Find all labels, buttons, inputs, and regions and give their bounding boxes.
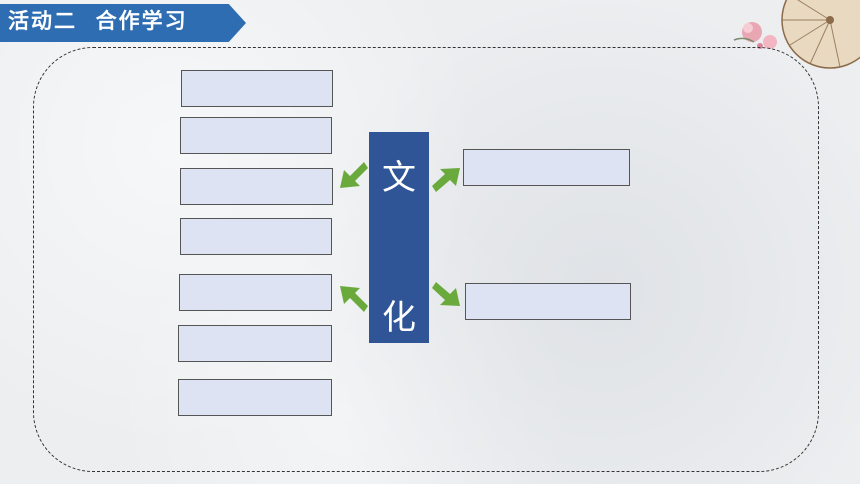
right-answer-box-1[interactable] [463,149,630,186]
right-answer-box-2[interactable] [465,283,631,320]
page-title: 活动二 合作学习 [8,9,188,33]
left-answer-box-2[interactable] [180,117,332,154]
arrow-upper-left-icon [340,162,368,188]
arrow-upper-right-icon [432,168,460,192]
arrow-lower-left-icon [340,286,368,312]
left-answer-box-6[interactable] [178,325,332,362]
left-answer-box-7[interactable] [178,379,332,416]
left-answer-box-3[interactable] [180,168,333,205]
center-topic-bar: 文 化 [369,132,429,343]
center-char-bottom: 化 [382,298,416,338]
content-frame [33,47,819,472]
flower-umbrella-decoration-icon [733,0,860,69]
left-answer-box-4[interactable] [180,218,332,255]
left-answer-box-1[interactable] [181,70,333,107]
arrow-lower-right-icon [432,282,460,306]
left-answer-box-5[interactable] [179,274,332,311]
center-char-top: 文 [382,158,416,198]
title-banner [0,4,246,42]
